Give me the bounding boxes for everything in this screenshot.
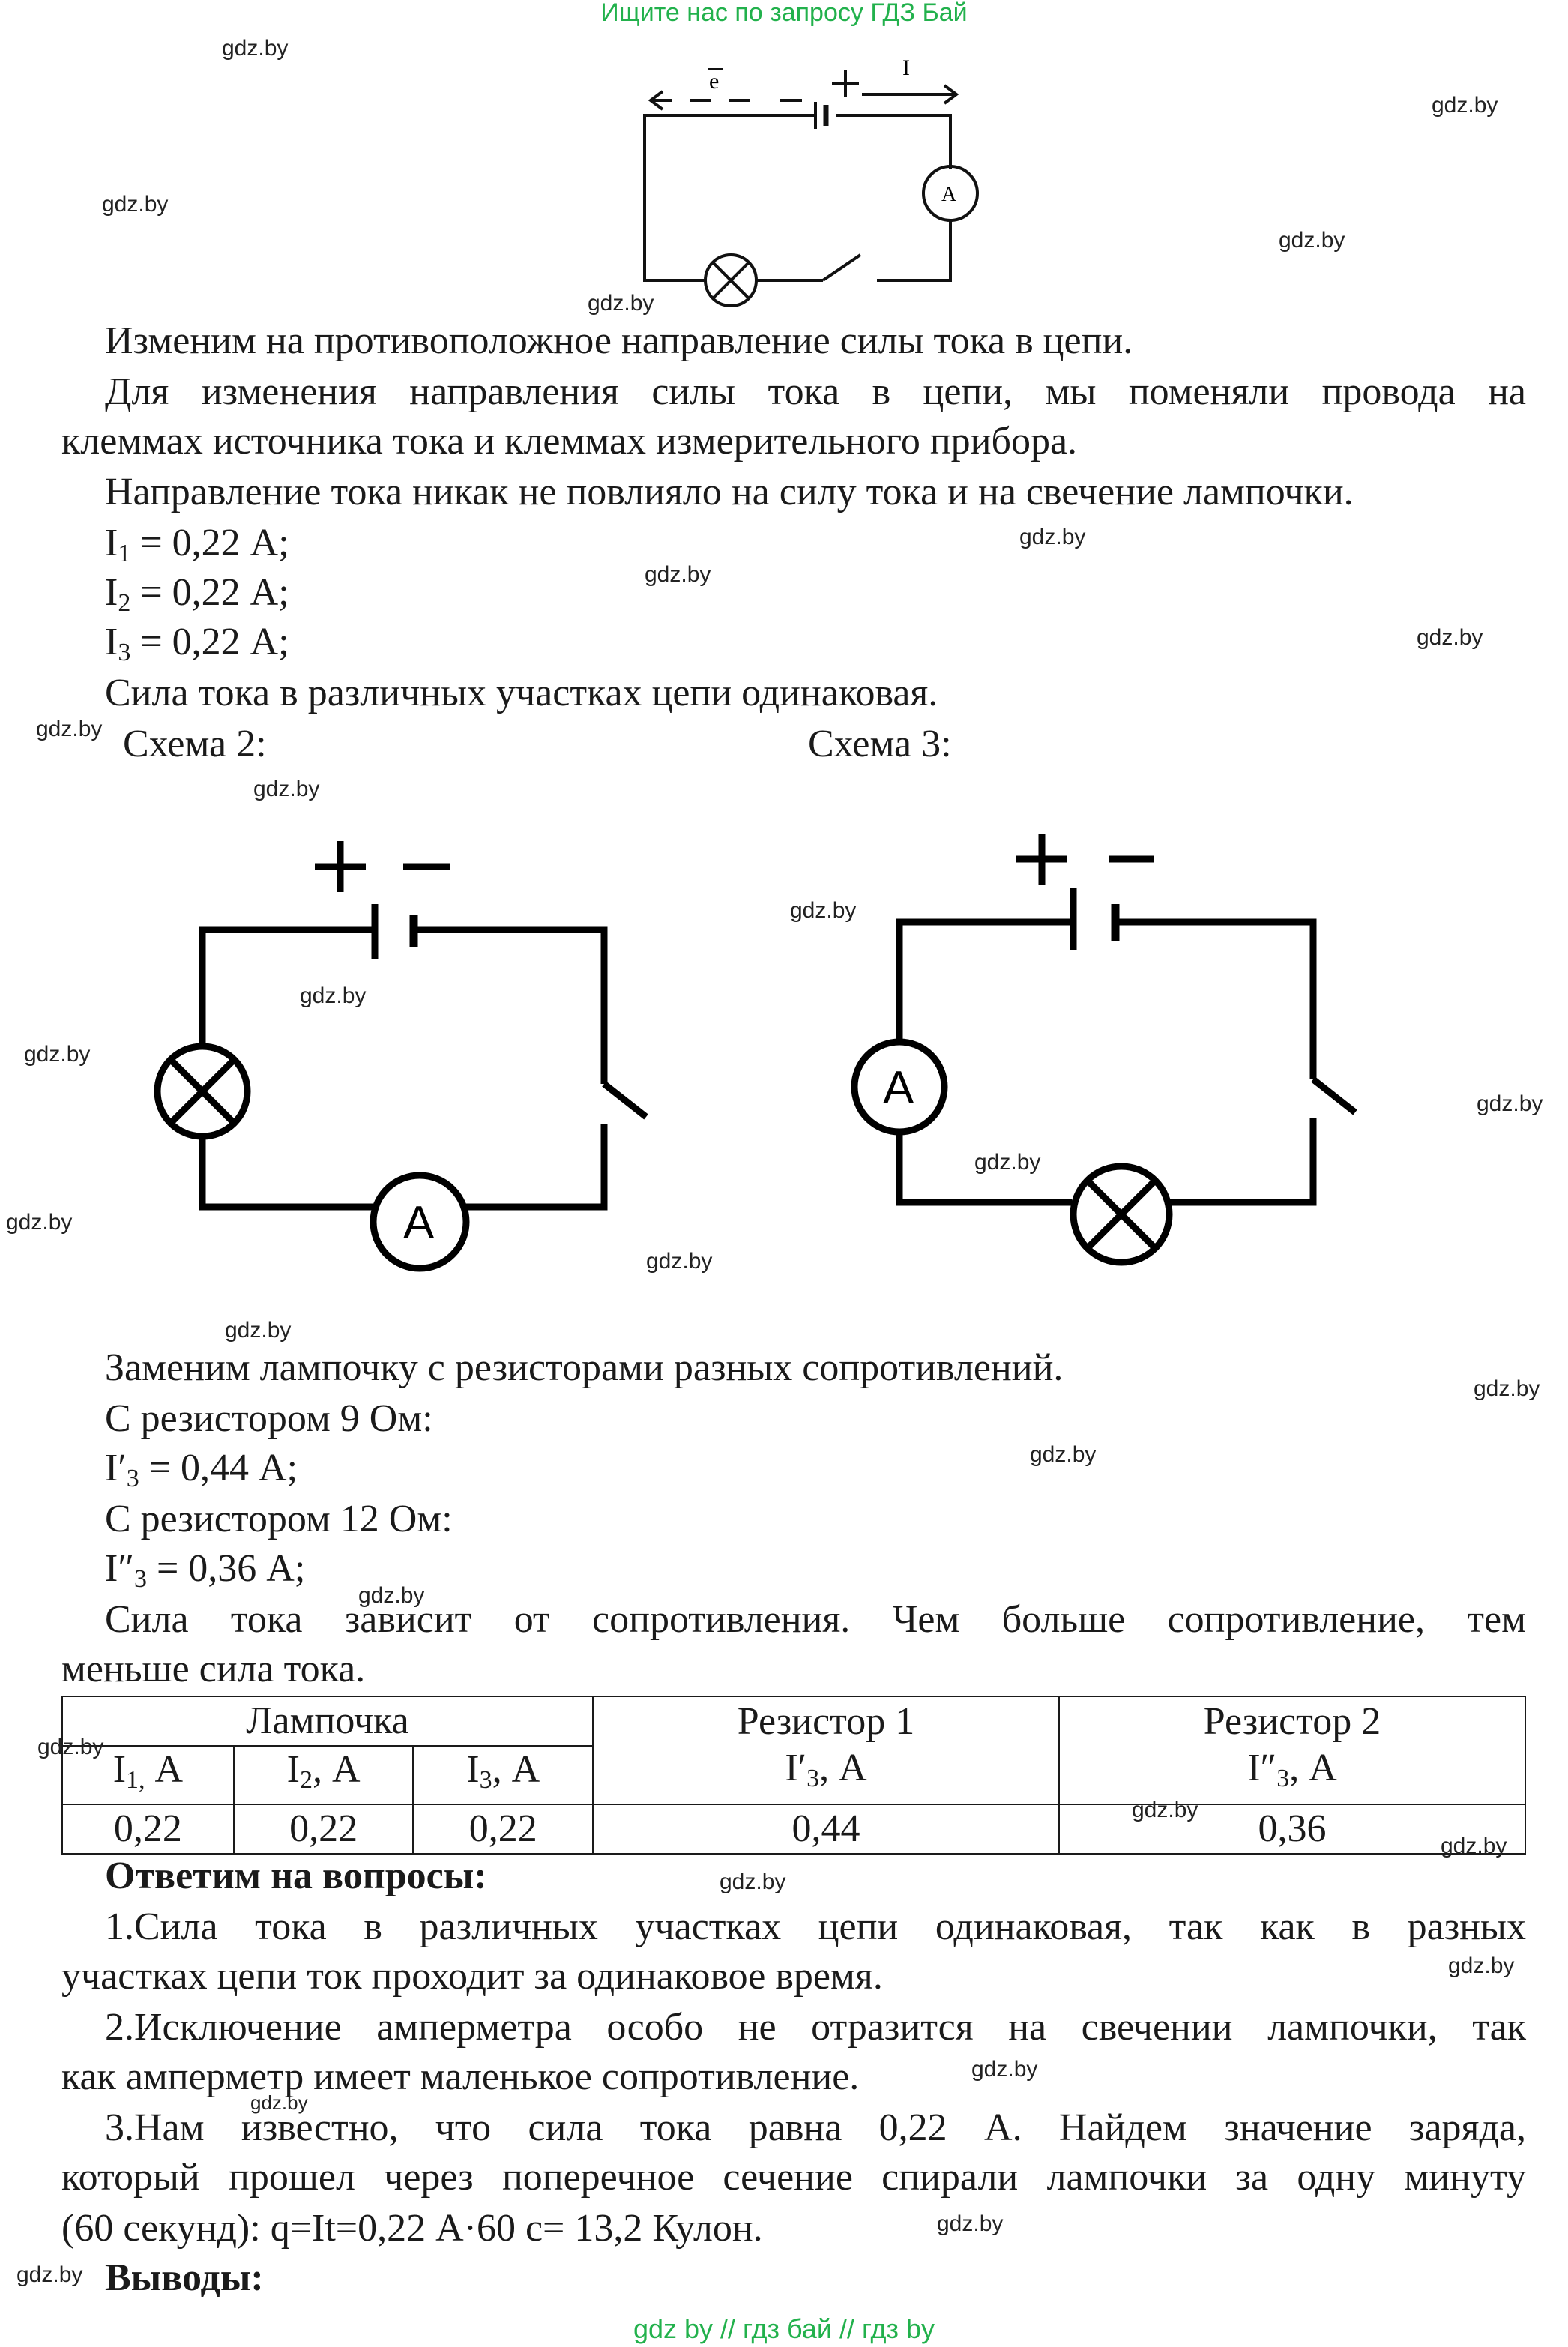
watermark: gdz.by <box>974 1150 1041 1175</box>
conclusions-heading: Выводы: <box>105 2256 264 2299</box>
answer-3-line-1: 3.Нам известно, что сила тока равна 0,22… <box>105 2106 1526 2149</box>
header-lamp: Лампочка <box>61 1696 594 1747</box>
value-i3: 0,22 <box>412 1804 594 1855</box>
watermark: gdz.by <box>1474 1376 1540 1401</box>
table-row: 0,22 0,22 0,22 0,44 0,36 <box>61 1804 1526 1855</box>
watermark: gdz.by <box>1279 228 1345 253</box>
ammeter-label-3: A <box>883 1062 914 1114</box>
watermark: gdz.by <box>225 1318 292 1343</box>
watermark: gdz.by <box>1441 1834 1507 1858</box>
watermark: gdz.by <box>1030 1442 1097 1467</box>
watermark: gdz.by <box>790 898 857 923</box>
answer-3-line-2: который прошел через поперечное сечение … <box>61 2156 1526 2199</box>
ammeter-label-2: A <box>403 1197 435 1249</box>
watermark: gdz.by <box>1477 1091 1543 1116</box>
answer-1-line-2: участках цепи ток проходит за одинаковое… <box>61 1955 883 1998</box>
line-depends-2: меньше сила тока. <box>61 1648 366 1690</box>
value-i3-prime: 0,44 <box>592 1804 1060 1855</box>
line-depends-1: Сила тока зависит от сопротивления. Чем … <box>105 1598 1526 1641</box>
watermark: gdz.by <box>1448 1953 1515 1978</box>
current-i3: I3 = 0,22 А; <box>105 621 289 666</box>
watermark: gdz.by <box>1432 93 1498 118</box>
current-i1: I1 = 0,22 А; <box>105 522 289 567</box>
line-replace-lamp: Заменим лампочку с резисторами разных со… <box>105 1346 1064 1389</box>
watermark: gdz.by <box>1417 625 1483 650</box>
circuit-diagram-3: A <box>851 834 1357 1266</box>
table-subheader-row: I1, А I2, А I3, А <box>61 1745 1525 1805</box>
answer-1-line-1: 1.Сила тока в различных участках цепи од… <box>105 1905 1526 1948</box>
answer-2-line-1: 2.Исключение амперметра особо не отразит… <box>105 2006 1526 2049</box>
electron-label: e <box>709 69 719 94</box>
value-i3-double-prime: 0,36 <box>1058 1804 1526 1855</box>
current-i3-prime: I′3 = 0,44 А; <box>105 1447 298 1492</box>
line-no-effect: Направление тока никак не повлияло на си… <box>105 471 1354 513</box>
watermark: gdz.by <box>1132 1798 1198 1822</box>
watermark: gdz.by <box>300 983 367 1008</box>
col-i3: I3, А <box>412 1745 594 1805</box>
watermark: gdz.by <box>24 1042 91 1067</box>
value-i1: 0,22 <box>61 1804 235 1855</box>
answer-3-line-3: (60 секунд): q=It=0,22 А·60 с= 13,2 Куло… <box>61 2207 763 2250</box>
watermark: gdz.by <box>250 2091 308 2114</box>
line-change-direction-1: Для изменения направления силы тока в це… <box>105 370 1526 413</box>
watermark: gdz.by <box>253 777 320 801</box>
watermark: gdz.by <box>6 1210 73 1235</box>
watermark: gdz.by <box>36 717 103 741</box>
current-i2: I2 = 0,22 А; <box>105 571 289 617</box>
line-same-current: Сила тока в различных участках цепи один… <box>105 672 938 714</box>
line-resistor-12: С резистором 12 Ом: <box>105 1498 453 1540</box>
watermark: gdz.by <box>588 291 654 316</box>
watermark: gdz.by <box>1019 525 1086 549</box>
watermark: gdz.by <box>937 2211 1004 2236</box>
current-label: I <box>902 55 910 80</box>
circuit-diagram-2: A <box>154 841 648 1272</box>
circuit-diagram-1: e I A <box>643 55 979 307</box>
watermark: gdz.by <box>358 1583 425 1608</box>
value-i2: 0,22 <box>232 1804 414 1855</box>
watermark: gdz.by <box>645 562 711 587</box>
watermark: gdz.by <box>102 192 169 217</box>
col-i2: I2, А <box>232 1745 414 1805</box>
current-i3-double-prime: I″3 = 0,36 А; <box>105 1547 306 1593</box>
scheme-3-label: Схема 3: <box>808 723 952 765</box>
answer-2-line-2: как амперметр имеет маленькое сопротивле… <box>61 2055 860 2098</box>
watermark: gdz.by <box>646 1249 713 1274</box>
watermark: gdz.by <box>16 2262 83 2287</box>
col-i1: I1, А <box>61 1745 235 1805</box>
watermark: gdz.by <box>971 2057 1038 2082</box>
watermark: gdz.by <box>720 1870 786 1894</box>
ammeter-label: A <box>941 183 957 206</box>
line-reverse-current: Изменим на противоположное направление с… <box>105 319 1133 362</box>
watermark: gdz.by <box>37 1735 104 1759</box>
footer-links[interactable]: gdz by // гдз бай // гдз by <box>633 2313 935 2344</box>
line-resistor-9: С резистором 9 Ом: <box>105 1397 433 1440</box>
answers-heading: Ответим на вопросы: <box>105 1855 487 1897</box>
watermark: gdz.by <box>222 36 289 61</box>
line-change-direction-2: клеммах источника тока и клеммах измерит… <box>61 420 1078 463</box>
top-banner[interactable]: Ищите нас по запросу ГДЗ Бай <box>600 0 968 27</box>
scheme-2-label: Схема 2: <box>123 723 267 765</box>
